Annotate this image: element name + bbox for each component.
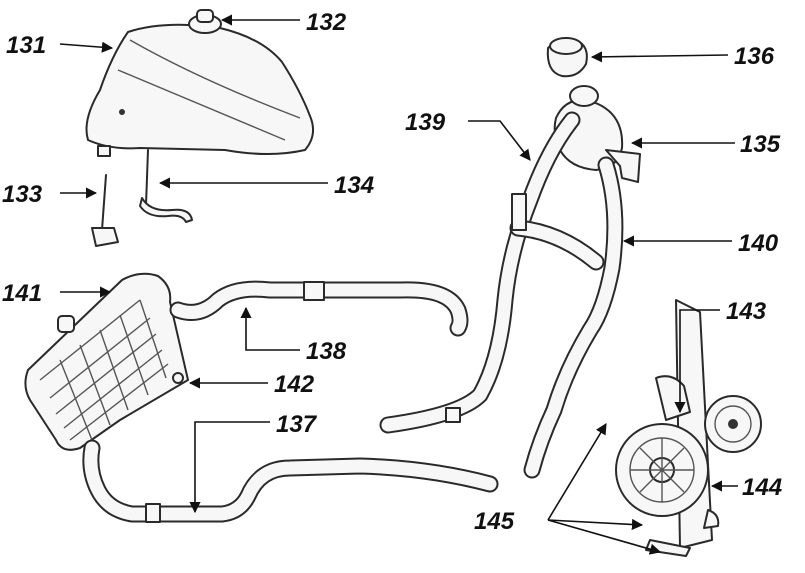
reservoir-cap	[546, 37, 588, 78]
callout-136: 136	[734, 43, 775, 70]
leader-lines	[59, 14, 738, 555]
callout-144: 144	[742, 474, 782, 501]
callout-131: 131	[6, 32, 46, 59]
fuel-tank	[85, 23, 315, 157]
callout-139: 139	[405, 109, 446, 136]
callout-140: 140	[738, 230, 779, 257]
callout-137: 137	[276, 411, 318, 438]
fuel-tap	[91, 174, 119, 247]
radiator-upper-hose	[169, 280, 469, 337]
radiator	[24, 272, 189, 451]
cooling-fans	[615, 299, 762, 557]
callout-141: 141	[2, 280, 42, 307]
fuel-sender	[139, 149, 193, 223]
callout-135: 135	[740, 131, 781, 158]
callout-145: 145	[474, 508, 515, 535]
callout-138: 138	[306, 338, 347, 365]
tank-cap	[188, 9, 222, 34]
callout-labels: 131 132 133 134 135 136 137 138 139 140 …	[2, 9, 782, 535]
radiator-lower-hose	[82, 439, 499, 523]
overflow-hoses	[379, 111, 624, 479]
callout-143: 143	[726, 298, 767, 325]
callout-142: 142	[274, 371, 315, 398]
callout-134: 134	[334, 172, 374, 199]
callout-133: 133	[2, 181, 43, 208]
callout-132: 132	[306, 9, 347, 36]
